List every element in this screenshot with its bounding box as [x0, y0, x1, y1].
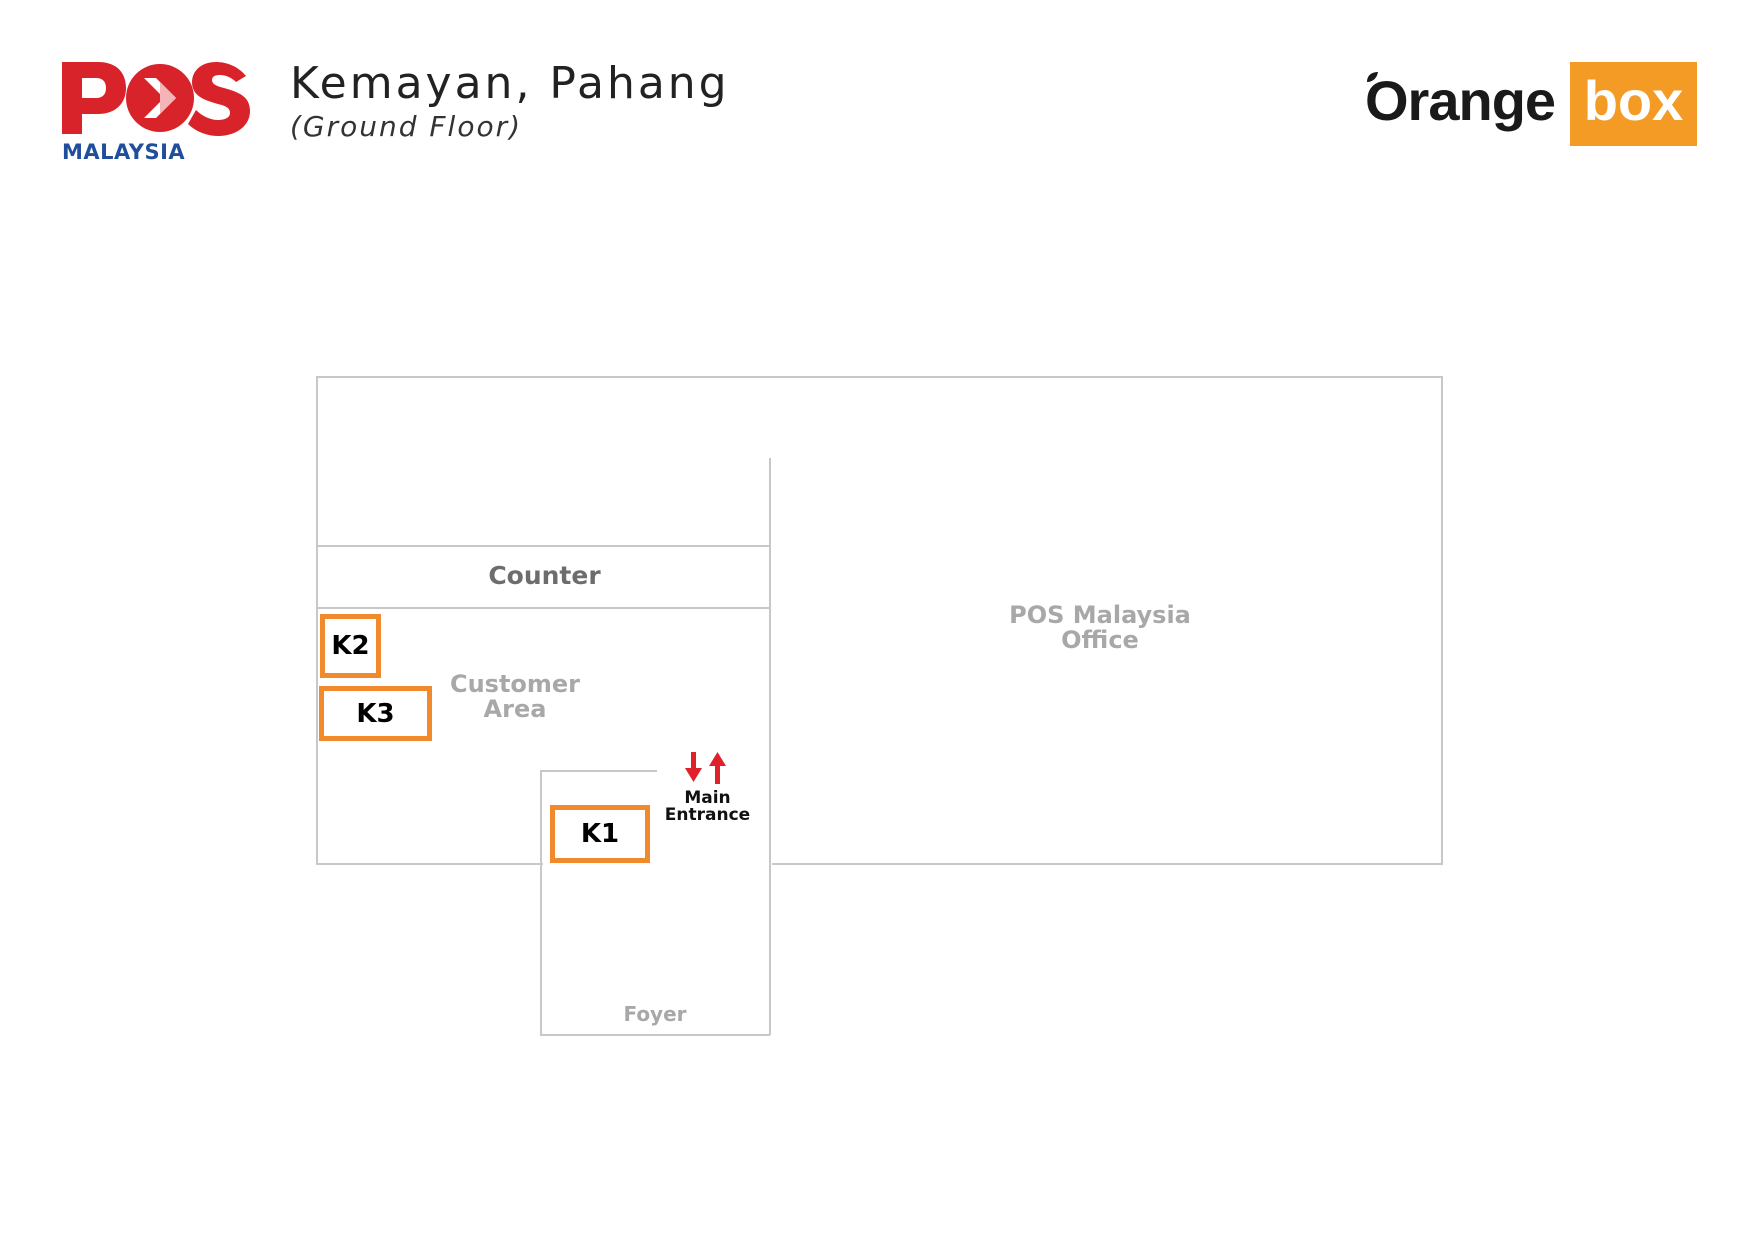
leaf-icon	[1367, 72, 1378, 82]
orangebox-logo-badge: box	[1570, 62, 1697, 146]
counter-label: Counter	[488, 561, 601, 590]
orangebox-logo: Orange box	[1365, 62, 1700, 146]
customer-area-label-line2: Area	[483, 695, 547, 724]
pos-logo-tagline: MALAYSIA	[62, 140, 186, 164]
main-entrance-label: Main Entrance	[655, 790, 760, 824]
office-label: POS Malaysia Office	[970, 601, 1230, 655]
customer-area-label-line1: Customer	[449, 670, 581, 698]
customer-area-label: Customer Area	[400, 670, 630, 724]
entry-exit-arrows-icon	[685, 752, 726, 784]
kiosk-k1: K1	[550, 805, 650, 863]
main-entrance-line2: Entrance	[664, 805, 751, 825]
kiosk-label: K3	[356, 698, 395, 729]
kiosk-label: K2	[331, 631, 370, 661]
kiosk-label: K1	[580, 819, 620, 849]
page-title: Kemayan, Pahang	[290, 58, 730, 109]
orangebox-logo-word: Orange	[1365, 69, 1556, 132]
building-outline	[316, 376, 1443, 865]
pos-malaysia-logo: MALAYSIA	[60, 58, 250, 168]
main-entrance-line1: Main	[684, 788, 731, 808]
floor-subtitle: (Ground Floor)	[290, 110, 523, 143]
kiosk-k3: K3	[319, 686, 432, 741]
office-label-line2: Office	[1061, 626, 1139, 655]
office-label-line1: POS Malaysia	[1009, 601, 1191, 629]
kiosk-k2: K2	[320, 614, 381, 678]
orangebox-logo-badge-text: box	[1583, 69, 1684, 132]
foyer-label: Foyer	[623, 1002, 687, 1026]
